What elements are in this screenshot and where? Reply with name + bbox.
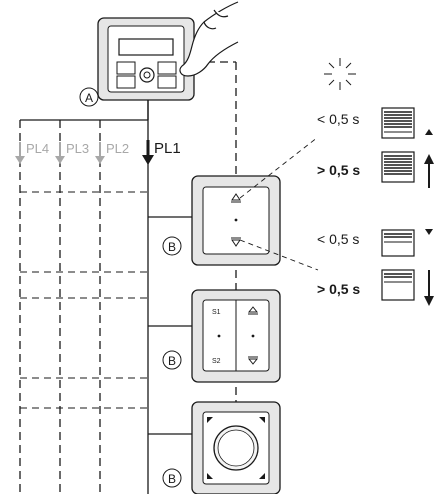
hand-pressing-icon: [179, 1, 239, 77]
pl4-label: PL4: [26, 141, 49, 156]
pl3-label: PL3: [66, 141, 89, 156]
sun-dashed-icon: [324, 58, 356, 90]
device-b2-label: B: [168, 354, 176, 368]
device-a: [97, 17, 195, 101]
device-b2: [191, 289, 281, 383]
device-b1-marker: [162, 236, 182, 256]
device-a-label: A: [85, 91, 93, 105]
device-b2-marker: [162, 350, 182, 370]
callout-lines: [239, 136, 319, 271]
device-b1-label: B: [168, 240, 176, 254]
timing-short-up: < 0,5 s: [317, 111, 359, 127]
device-b3: [191, 401, 281, 494]
blind-up-icon: [381, 151, 434, 188]
device-b3-label: B: [168, 472, 176, 486]
pl2-label: PL2: [106, 141, 129, 156]
branch-rungs: [20, 191, 148, 409]
display-screen: [118, 38, 174, 56]
pl1-label: PL1: [154, 140, 181, 157]
timing-long-up: > 0,5 s: [317, 162, 360, 178]
device-b1: [191, 175, 281, 266]
s2-label: S2: [212, 358, 221, 365]
device-a-marker: [79, 87, 99, 107]
device-b3-marker: [162, 468, 182, 488]
timing-short-down: < 0,5 s: [317, 231, 359, 247]
pl-arrows: [15, 140, 154, 165]
blind-down-icon: [381, 229, 433, 257]
blind-down-icon: [381, 269, 434, 306]
s1-label: S1: [212, 309, 221, 316]
timing-long-down: > 0,5 s: [317, 281, 360, 297]
blind-up-icon: [381, 107, 433, 139]
